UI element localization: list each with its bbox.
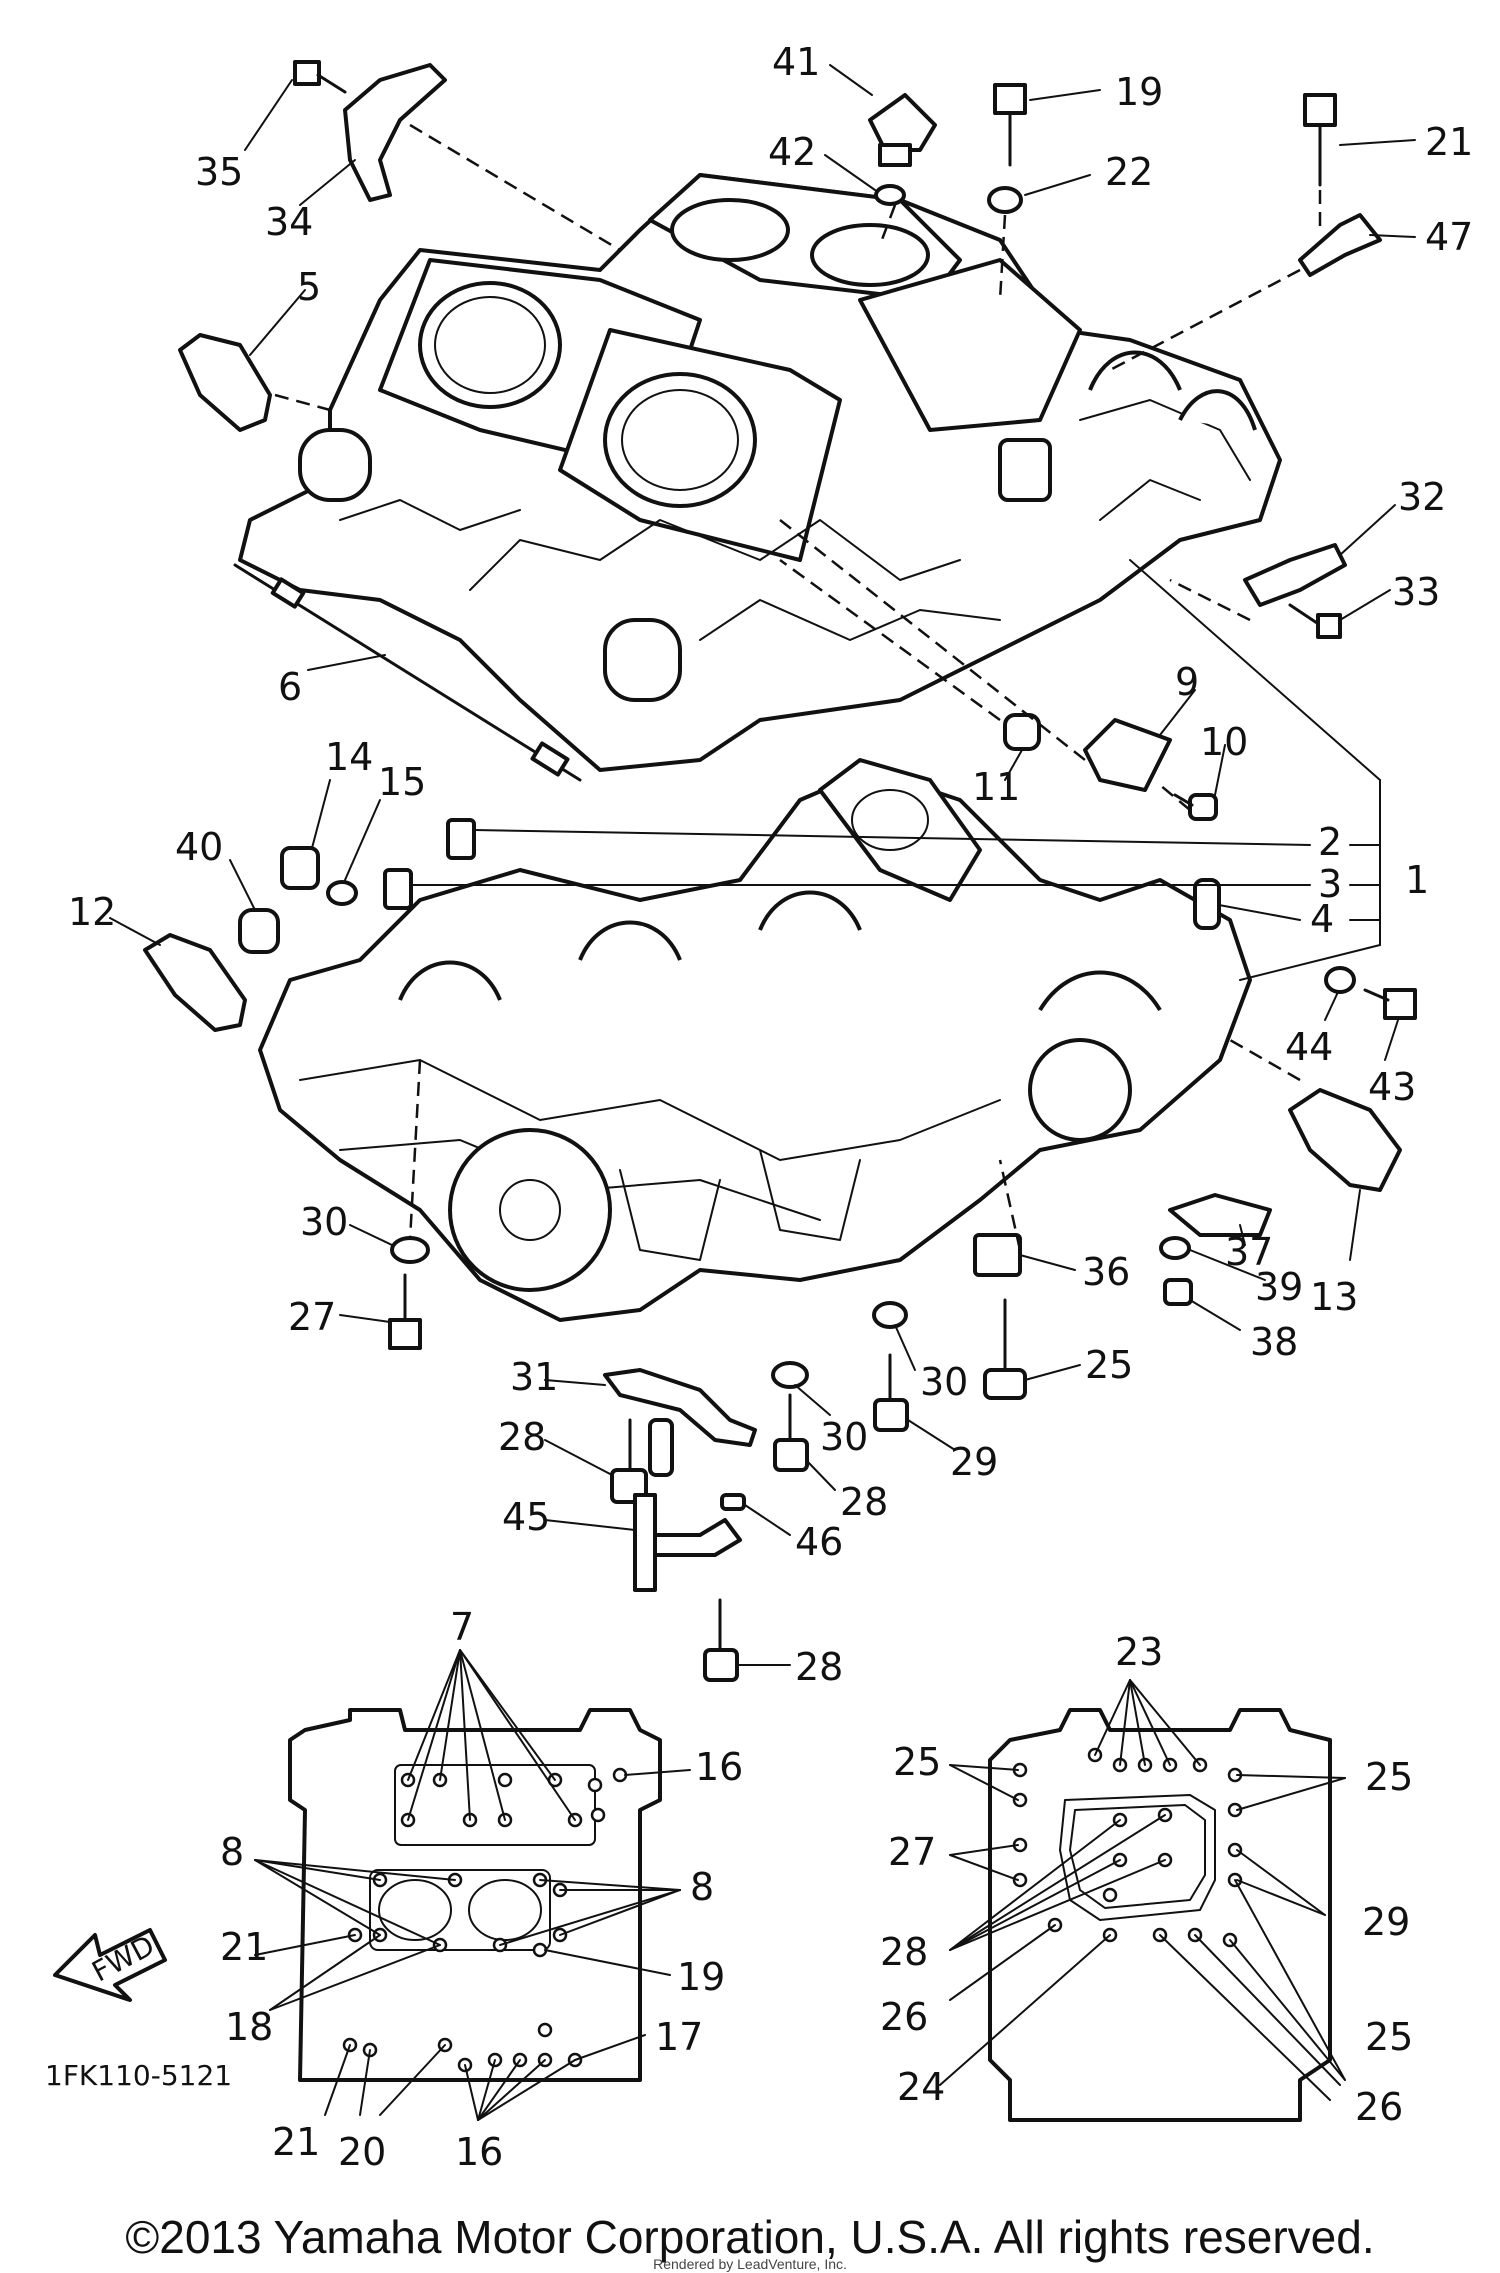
callout-47: 47: [1425, 215, 1473, 259]
callout-5: 5: [297, 265, 321, 309]
callout-39: 39: [1255, 1265, 1303, 1309]
callout-8-left: 8: [220, 1830, 244, 1874]
callout-10: 10: [1200, 720, 1248, 764]
callout-28-left: 28: [498, 1415, 546, 1459]
upper-crankcase: [238, 173, 1282, 772]
callout-15: 15: [378, 760, 426, 804]
callout-21-bottom: 21: [272, 2120, 320, 2164]
callout-3: 3: [1318, 862, 1342, 906]
callout-labels: 41 42 19 22 21 47 35 34 5 32 33 6 9 10 1…: [45, 40, 1473, 2174]
callout-34: 34: [265, 200, 313, 244]
callout-28-mid: 28: [840, 1480, 888, 1524]
callout-42: 42: [768, 130, 816, 174]
lower-view-bolt-holes: [1012, 1747, 1243, 1948]
callout-29: 29: [950, 1440, 998, 1484]
callout-40: 40: [175, 825, 223, 869]
lower-case-bolt-view: [939, 1679, 1346, 2122]
callout-21-left: 21: [220, 1925, 268, 1969]
callout-19: 19: [1115, 70, 1163, 114]
callout-24: 24: [897, 2065, 945, 2109]
callout-29-view: 29: [1362, 1900, 1410, 1944]
callout-32: 32: [1398, 475, 1446, 519]
small-parts: [143, 60, 1417, 1682]
callout-9: 9: [1175, 660, 1199, 704]
callout-30-right: 30: [920, 1360, 968, 1404]
callout-17: 17: [655, 2015, 703, 2059]
callout-1: 1: [1405, 858, 1429, 902]
callout-18: 18: [225, 2005, 273, 2049]
callout-43: 43: [1368, 1065, 1416, 1109]
callout-45: 45: [502, 1495, 550, 1539]
callout-16-top: 16: [695, 1745, 743, 1789]
callout-30-mid: 30: [820, 1415, 868, 1459]
callout-2: 2: [1318, 820, 1342, 864]
callout-27-left: 27: [288, 1295, 336, 1339]
callout-12: 12: [68, 890, 116, 934]
callout-25-right: 25: [1365, 1755, 1413, 1799]
diagram-code: 1FK110-5121: [45, 2059, 232, 2092]
watermark-text: Rendered by LeadVenture, Inc.: [653, 2256, 847, 2272]
callout-41: 41: [772, 40, 820, 84]
callout-22: 22: [1105, 150, 1153, 194]
callout-19-view: 19: [677, 1955, 725, 1999]
callout-37: 37: [1225, 1230, 1273, 1274]
callout-21: 21: [1425, 120, 1473, 164]
callout-14: 14: [325, 735, 373, 779]
callout-26-right: 26: [1355, 2085, 1403, 2129]
callout-4: 4: [1310, 897, 1334, 941]
callout-25-lower: 25: [1365, 2015, 1413, 2059]
callout-13: 13: [1310, 1275, 1358, 1319]
copyright-notice: ©2013 Yamaha Motor Corporation, U.S.A. A…: [125, 2211, 1375, 2263]
callout-35: 35: [195, 150, 243, 194]
callout-44: 44: [1285, 1025, 1333, 1069]
front-direction-arrow: [53, 1928, 167, 2002]
callout-28-bottom: 28: [795, 1645, 843, 1689]
upper-case-bolt-view: [254, 1649, 691, 2121]
callout-11: 11: [972, 765, 1020, 809]
callout-26-left: 26: [880, 1995, 928, 2039]
callout-46: 46: [795, 1520, 843, 1564]
callout-27-view: 27: [888, 1830, 936, 1874]
assembly-lines: [274, 123, 1322, 1251]
callout-8-right: 8: [690, 1865, 714, 1909]
callout-25: 25: [1085, 1343, 1133, 1387]
callout-23: 23: [1115, 1630, 1163, 1674]
callout-36: 36: [1082, 1250, 1130, 1294]
callout-25-left: 25: [893, 1740, 941, 1784]
callout-33: 33: [1392, 570, 1440, 614]
leader-lines: [109, 64, 1416, 1666]
callout-6: 6: [278, 665, 302, 709]
callout-31: 31: [510, 1355, 558, 1399]
callout-30-left: 30: [300, 1200, 348, 1244]
lower-crankcase: [258, 758, 1252, 1322]
callout-38: 38: [1250, 1320, 1298, 1364]
callout-28-view: 28: [880, 1930, 928, 1974]
callout-7: 7: [450, 1605, 474, 1649]
callout-20: 20: [338, 2130, 386, 2174]
callout-16-bottom: 16: [455, 2130, 503, 2174]
